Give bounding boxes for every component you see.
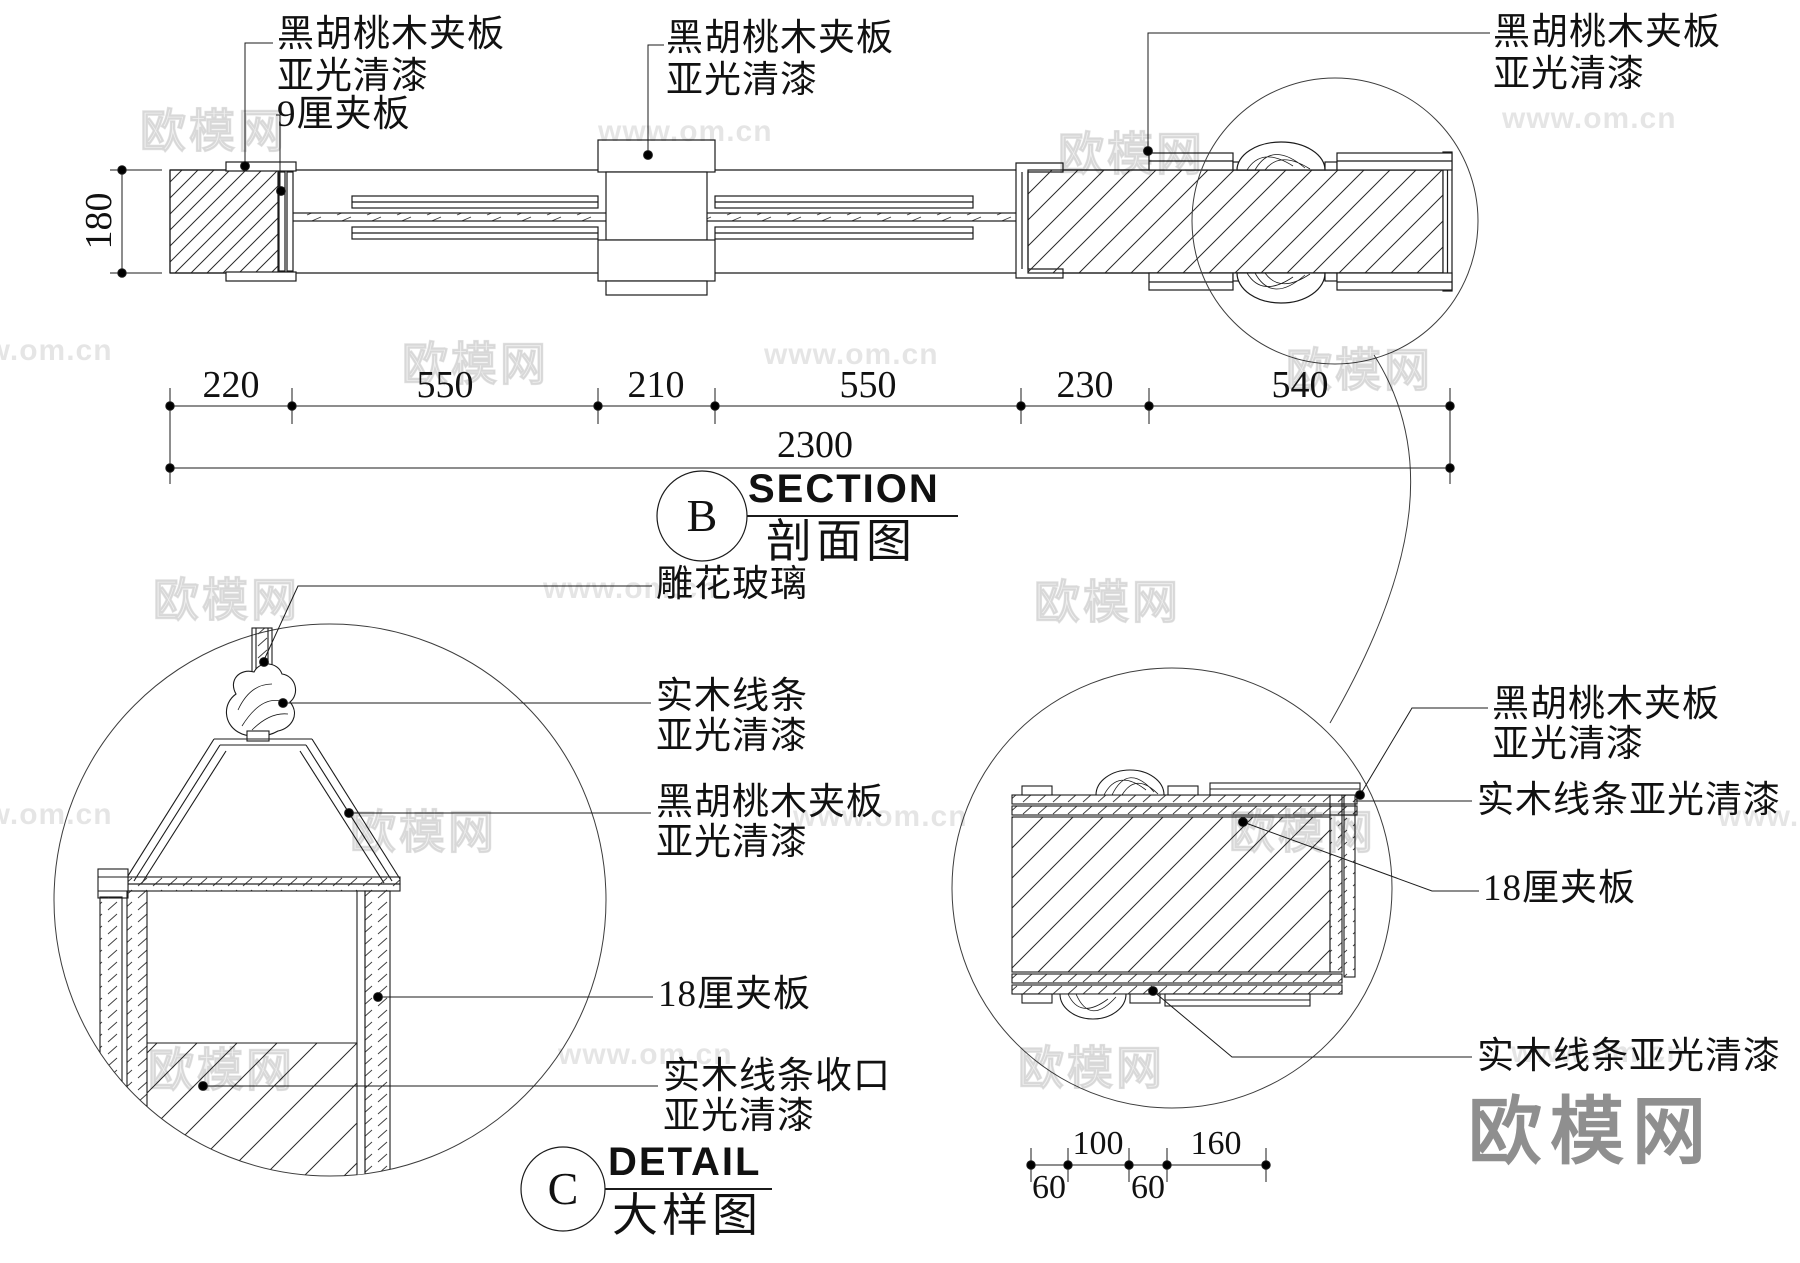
- watermark-site: www.om.cn: [598, 115, 773, 148]
- watermark-site: www.om.cn: [0, 798, 113, 831]
- dim-detail-100: 100: [1072, 1125, 1124, 1162]
- dim-segment: 540: [1271, 364, 1329, 406]
- label-walnut-ply-1: 黑胡桃木夹板: [656, 782, 884, 823]
- label-walnut-ply-2: 亚光清漆: [656, 822, 808, 863]
- dim-segment: 210: [627, 364, 685, 406]
- label-carved-glass: 雕花玻璃: [656, 564, 808, 605]
- watermark-site: www.om.cn: [764, 338, 939, 371]
- label-trim-closure-1: 实木线条收口: [663, 1056, 891, 1097]
- watermark-logo: 欧模网: [1468, 1090, 1714, 1173]
- label-walnut-ply-right-1: 黑胡桃木夹板: [1492, 684, 1720, 725]
- label-18mm-plywood: 18厘夹板: [658, 974, 811, 1015]
- label-material-top-mid-2: 亚光清漆: [666, 60, 818, 101]
- watermark-brand: 欧模网: [153, 574, 300, 627]
- label-material-top-right-2: 亚光清漆: [1493, 54, 1645, 95]
- title-marks: [520, 470, 958, 1232]
- dim-detail-60-right: 60: [1131, 1169, 1165, 1206]
- dim-detail-60-left: 60: [1032, 1169, 1066, 1206]
- section-ref-letter: B: [686, 489, 718, 541]
- watermark-site: www.om.cn: [543, 572, 718, 605]
- watermark-site: www.om.cn: [0, 334, 113, 367]
- section-title-en: SECTION: [748, 467, 940, 511]
- watermark-site: www.om.cn: [1511, 1036, 1686, 1069]
- label-trim-closure-2: 亚光清漆: [663, 1096, 815, 1137]
- watermark-brand: 欧模网: [148, 1044, 295, 1097]
- label-wood-trim-lacquer-bottom: 实木线条亚光清漆: [1477, 1036, 1781, 1077]
- dim-detail-160: 160: [1190, 1125, 1242, 1162]
- label-material-top-right-1: 黑胡桃木夹板: [1493, 12, 1721, 53]
- watermark-site: www.om.cn: [793, 800, 968, 833]
- dim-segment: 230: [1056, 364, 1114, 406]
- detail-ref-letter: C: [547, 1162, 579, 1214]
- label-material-top-mid-1: 黑胡桃木夹板: [666, 18, 894, 59]
- label-wood-trim-lacquer-top: 实木线条亚光清漆: [1477, 780, 1781, 821]
- label-9mm-plywood: 9厘夹板: [277, 94, 411, 135]
- dim-height-180: 180: [78, 192, 121, 250]
- dim-segment: 550: [839, 364, 897, 406]
- label-wood-trim-1: 实木线条: [656, 676, 808, 717]
- label-wood-trim-2: 亚光清漆: [656, 716, 808, 757]
- leader-lines: [198, 32, 1490, 1091]
- watermark-brand: 欧模网: [350, 806, 497, 859]
- watermark-brand: 欧模网: [1286, 344, 1433, 397]
- dim-segment: 550: [416, 364, 474, 406]
- detail-title-en: DETAIL: [608, 1140, 762, 1184]
- watermark-brand: 欧模网: [140, 105, 287, 158]
- label-18mm-plywood-right: 18厘夹板: [1483, 868, 1636, 909]
- label-material-top-left-2: 亚光清漆: [277, 56, 429, 97]
- section-title-cn: 剖面图: [766, 516, 916, 567]
- watermark-site: www.om.cn: [1718, 800, 1800, 833]
- watermark-site: www.om.cn: [1502, 102, 1677, 135]
- watermark-brand: 欧模网: [1058, 128, 1205, 181]
- dim-total-2300: 2300: [777, 424, 853, 466]
- watermark-brand: 欧模网: [402, 338, 549, 391]
- label-material-top-left-1: 黑胡桃木夹板: [277, 14, 505, 55]
- watermark-brand: 欧模网: [1034, 576, 1181, 629]
- watermark-brand: 欧模网: [1018, 1042, 1165, 1095]
- watermark-site: www.om.cn: [558, 1038, 733, 1071]
- watermark-brand: 欧模网: [1229, 806, 1376, 859]
- detail-callout-circle-top: [1191, 77, 1479, 724]
- label-walnut-ply-right-2: 亚光清漆: [1492, 724, 1644, 765]
- detail-title-cn: 大样图: [612, 1190, 762, 1241]
- dim-segment: 220: [202, 364, 260, 406]
- dimension-lines: [110, 165, 1455, 1182]
